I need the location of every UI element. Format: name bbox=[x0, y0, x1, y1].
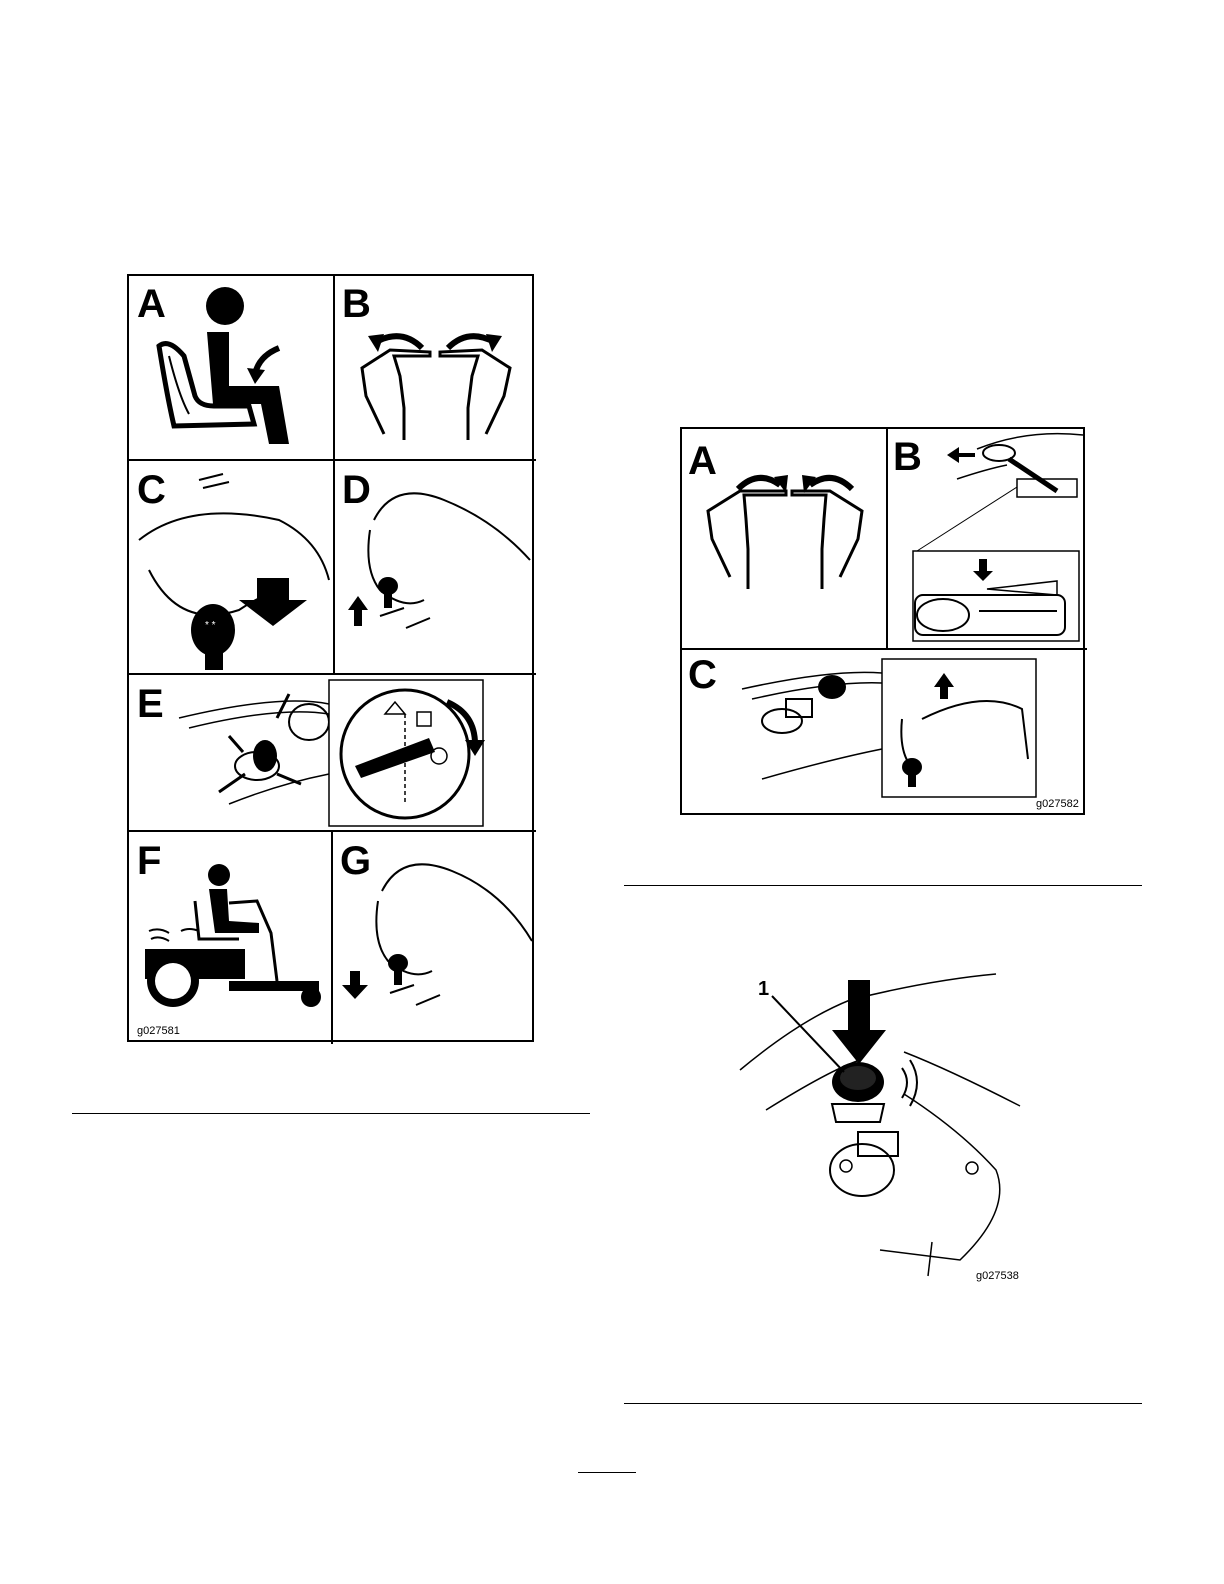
choke-push-icon bbox=[332, 831, 536, 1044]
panel-b: B bbox=[334, 276, 536, 460]
page-number-rule bbox=[578, 1472, 636, 1473]
figure-code: g027538 bbox=[976, 1270, 1019, 1282]
figure-code: g027582 bbox=[1036, 798, 1079, 810]
throttle-detail-icon bbox=[887, 429, 1087, 649]
panel-a: A bbox=[129, 276, 334, 460]
panel-f: F g027581 bbox=[129, 831, 332, 1044]
rollbar-raise-icon bbox=[682, 429, 887, 649]
panel-d: D bbox=[334, 460, 536, 674]
throttle-lever-icon: * * bbox=[129, 460, 334, 674]
mower-operating-icon bbox=[129, 831, 332, 1044]
ignition-key-icon bbox=[129, 674, 536, 831]
operator-seated-icon bbox=[129, 276, 334, 460]
panel-a: A bbox=[682, 429, 887, 649]
rollbar-fold-icon bbox=[334, 276, 536, 460]
panel-c: C * * bbox=[129, 460, 334, 674]
figure-g027538: 1 g027538 bbox=[720, 960, 1040, 1290]
panel-g: G bbox=[332, 831, 536, 1044]
figure-g027582: A B C bbox=[680, 427, 1085, 815]
divider-right-bottom bbox=[624, 1403, 1142, 1404]
svg-text:* *: * * bbox=[205, 620, 216, 631]
figure-g027581: A B C * * bbox=[127, 274, 534, 1042]
figure-code: g027581 bbox=[137, 1025, 180, 1037]
panel-e: E bbox=[129, 674, 536, 831]
choke-knob-push-icon bbox=[720, 960, 1040, 1290]
choke-pull-icon bbox=[334, 460, 536, 674]
panel-b: B bbox=[887, 429, 1087, 649]
choke-knob-pull-icon bbox=[682, 649, 1087, 817]
divider-left bbox=[72, 1113, 590, 1114]
callout-1: 1 bbox=[758, 978, 769, 1001]
divider-right-top bbox=[624, 885, 1142, 886]
panel-c: C bbox=[682, 649, 1087, 817]
